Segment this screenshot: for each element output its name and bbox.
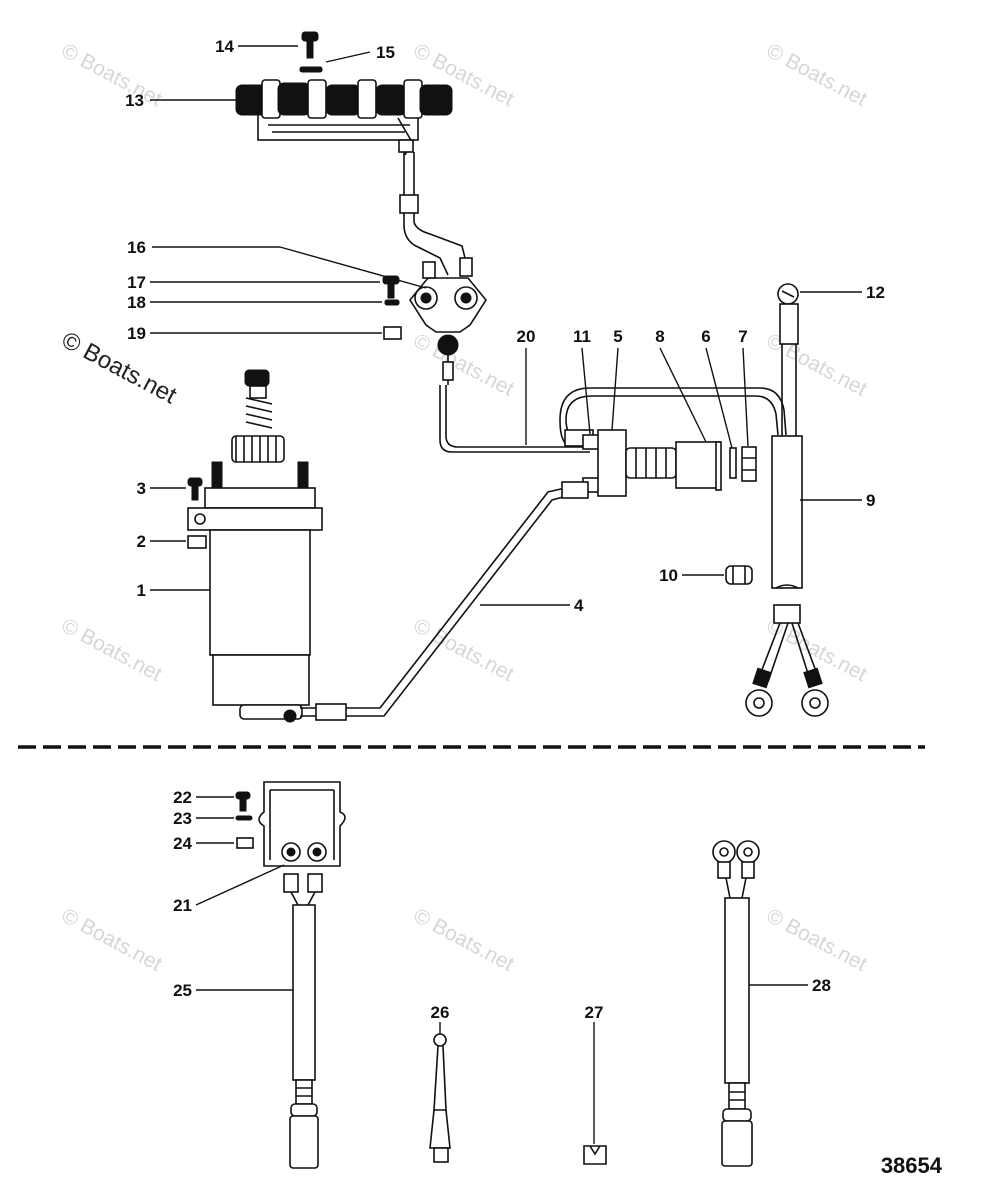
- solenoid-part-5: [582, 429, 721, 497]
- diagram-number: 38654: [881, 1153, 943, 1178]
- callout-19: 19: [127, 324, 146, 343]
- washer-part-15: [299, 66, 323, 73]
- callout-23: 23: [173, 809, 192, 828]
- watermark-tile: © Boats.net: [410, 329, 518, 401]
- junction-plate-part-21: [258, 781, 346, 906]
- screw-part-22: [235, 791, 251, 812]
- callout-7: 7: [738, 327, 747, 346]
- wire-to-junction: [403, 152, 467, 276]
- watermark-tile: © Boats.net: [410, 904, 518, 976]
- nut-part-2: [187, 535, 207, 549]
- callout-16: 16: [127, 238, 146, 257]
- watermark-main: © Boats.net: [57, 326, 181, 409]
- callout-11: 11: [573, 327, 591, 346]
- washer-part-6: [729, 447, 737, 479]
- screw-part-14: [301, 31, 319, 59]
- callout-4: 4: [574, 596, 584, 615]
- callout-8: 8: [655, 327, 664, 346]
- callout-3: 3: [137, 479, 146, 498]
- watermark-tile: © Boats.net: [58, 614, 166, 686]
- lead-part-26: [429, 1033, 451, 1163]
- callout-20: 20: [517, 327, 536, 346]
- callout-27: 27: [585, 1003, 604, 1022]
- callout-12: 12: [866, 283, 885, 302]
- harness-part-28: [712, 840, 760, 1167]
- callout-26: 26: [431, 1003, 450, 1022]
- bolt-part-3: [187, 477, 203, 501]
- clip-part-27: [583, 1145, 607, 1165]
- nut-part-24: [236, 837, 254, 849]
- battery-cable-part-9: [745, 283, 829, 717]
- watermark-tile: © Boats.net: [763, 329, 871, 401]
- callout-18: 18: [127, 293, 146, 312]
- harness-part-25: [289, 904, 319, 1169]
- callout-17: 17: [127, 273, 146, 292]
- callout-13: 13: [125, 91, 144, 110]
- starter-motor-part-1: [187, 369, 323, 723]
- terminal-block-part-13: [235, 79, 453, 156]
- callout-9: 9: [866, 491, 875, 510]
- junction-plate-part-16: [409, 257, 487, 385]
- callout-28: 28: [812, 976, 831, 995]
- callout-5: 5: [613, 327, 622, 346]
- callout-21: 21: [173, 896, 192, 915]
- watermark-tile: © Boats.net: [58, 904, 166, 976]
- callout-15: 15: [376, 43, 395, 62]
- callout-6: 6: [701, 327, 710, 346]
- callout-1: 1: [137, 581, 146, 600]
- callout-10: 10: [659, 566, 678, 585]
- wire-part-20: [439, 385, 590, 453]
- callout-14: 14: [215, 37, 234, 56]
- leader-lines: [150, 45, 862, 1144]
- washer-part-18: [384, 299, 400, 306]
- nut-part-7: [741, 446, 757, 482]
- screw-part-17: [382, 275, 400, 299]
- watermark-tile: © Boats.net: [763, 39, 871, 111]
- grommet-part-10: [725, 565, 753, 585]
- nut-part-19: [383, 326, 402, 340]
- cable-part-4: [300, 485, 575, 717]
- watermark-tile: © Boats.net: [763, 904, 871, 976]
- callout-24: 24: [173, 834, 192, 853]
- callout-22: 22: [173, 788, 192, 807]
- callout-labels: 13 14 15 16 17 18 19 20 11 5 8 6 7 12 9 …: [125, 37, 885, 1022]
- callout-25: 25: [173, 981, 192, 1000]
- callout-2: 2: [137, 532, 146, 551]
- watermark-tile: © Boats.net: [58, 39, 166, 111]
- plate-part-8: [715, 441, 722, 491]
- washer-part-23: [235, 815, 253, 821]
